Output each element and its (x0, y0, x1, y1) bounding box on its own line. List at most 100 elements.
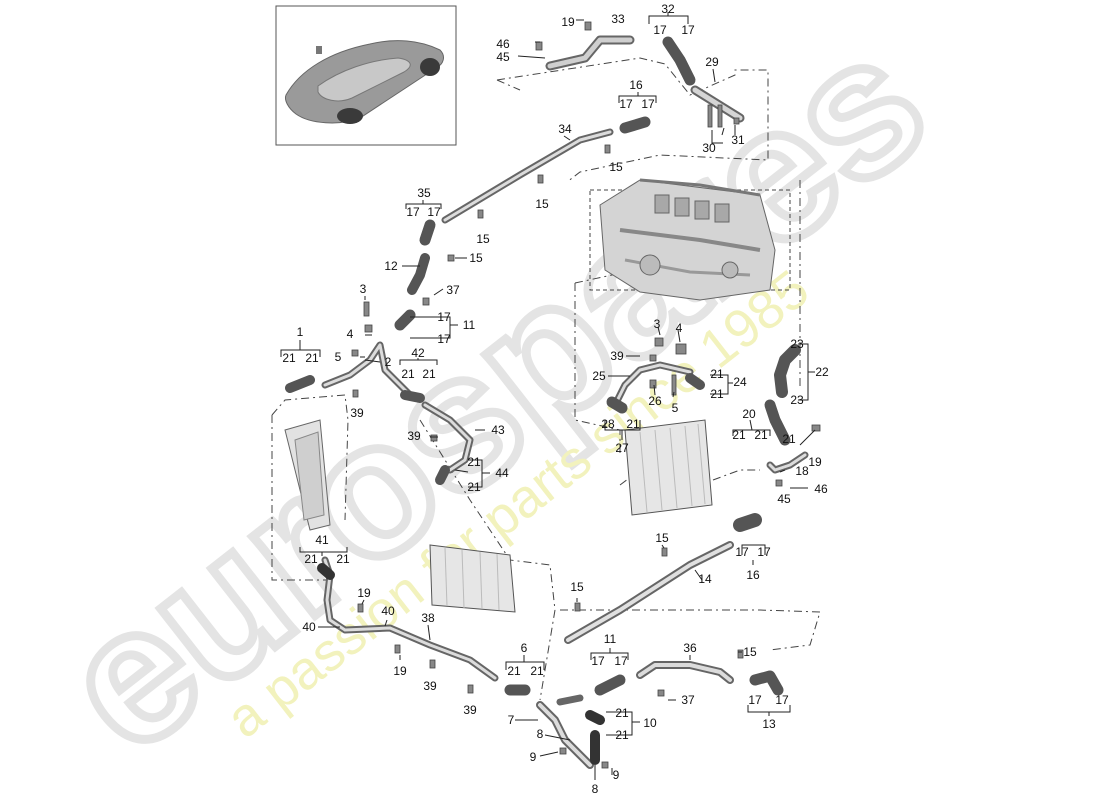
label-33: 33 (611, 12, 625, 26)
label-36: 36 (683, 641, 697, 655)
label-15-c: 15 (476, 232, 490, 246)
label-40-a: 40 (381, 604, 395, 618)
label-19-c: 19 (393, 664, 407, 678)
label-15-d: 15 (469, 251, 483, 265)
label-27: 27 (615, 441, 629, 455)
label-44: 44 (495, 466, 509, 480)
label-1: 1 (297, 325, 304, 339)
label-17-g: 17 (437, 310, 451, 324)
label-43: 43 (491, 423, 505, 437)
label-46-bottom: 46 (814, 482, 828, 496)
label-21-i: 21 (507, 664, 521, 678)
radiator-center (624, 419, 713, 516)
label-15-b: 15 (535, 197, 549, 211)
label-21-m: 21 (710, 367, 724, 381)
label-18: 18 (795, 464, 809, 478)
label-21-p: 21 (732, 428, 746, 442)
label-8-a: 8 (537, 727, 544, 741)
label-14: 14 (698, 572, 712, 586)
label-15-e: 15 (743, 645, 757, 659)
label-40-b: 40 (302, 620, 316, 634)
label-38: 38 (421, 611, 435, 625)
label-19-d: 19 (808, 455, 822, 469)
label-17-i: 17 (591, 654, 605, 668)
label-37-bottom: 37 (681, 693, 695, 707)
label-39-a: 39 (350, 406, 364, 420)
label-45-top: 45 (496, 50, 510, 64)
label-23-a: 23 (790, 337, 804, 351)
label-21-n: 21 (710, 387, 724, 401)
label-9-b: 9 (613, 768, 620, 782)
label-21-k: 21 (615, 706, 629, 720)
leader-lines (280, 12, 816, 780)
label-21-j: 21 (530, 664, 544, 678)
label-17-d: 17 (641, 97, 655, 111)
label-3-right: 3 (654, 317, 661, 331)
label-21-e: 21 (467, 455, 481, 469)
label-21-q: 21 (754, 428, 768, 442)
label-17-b: 17 (681, 23, 695, 37)
label-5-right: 5 (672, 401, 679, 415)
label-16-top: 16 (629, 78, 643, 92)
label-30: 30 (702, 141, 716, 155)
label-35: 35 (417, 186, 431, 200)
label-21-l: 21 (615, 728, 629, 742)
label-26: 26 (648, 394, 662, 408)
label-15-f: 15 (655, 531, 669, 545)
label-21-g: 21 (304, 552, 318, 566)
label-7: 7 (508, 713, 515, 727)
label-17-f: 17 (427, 205, 441, 219)
coolant-hoses (285, 35, 809, 769)
label-21-c: 21 (401, 367, 415, 381)
label-17-h: 17 (437, 332, 451, 346)
label-39-d: 39 (463, 703, 477, 717)
label-23-b: 23 (790, 393, 804, 407)
label-28: 28 (601, 417, 615, 431)
label-19-b: 19 (357, 586, 371, 600)
label-15-g: 15 (570, 580, 584, 594)
label-11-bottom: 11 (604, 632, 617, 646)
label-6: 6 (521, 641, 528, 655)
part-number-labels: 19 33 32 17 17 46 45 29 16 17 17 34 30 3… (282, 2, 829, 796)
label-22: 22 (815, 365, 829, 379)
label-8-b: 8 (592, 782, 599, 796)
sports-car-thumbnail (275, 5, 457, 146)
label-4-right: 4 (676, 321, 683, 335)
clamps-and-bolts (351, 21, 821, 769)
label-10: 10 (643, 716, 657, 730)
label-41: 41 (315, 533, 329, 547)
label-25: 25 (592, 369, 606, 383)
label-46-top: 46 (496, 37, 510, 51)
label-9-a: 9 (530, 750, 537, 764)
label-17-m: 17 (735, 545, 749, 559)
label-21-o: 21 (626, 417, 640, 431)
label-29: 29 (705, 55, 719, 69)
label-17-a: 17 (653, 23, 667, 37)
label-2: 2 (385, 355, 392, 369)
label-31: 31 (731, 133, 745, 147)
radiator-lower-left (429, 544, 516, 613)
label-17-e: 17 (406, 205, 420, 219)
label-34: 34 (558, 122, 572, 136)
engine-block (589, 178, 791, 301)
label-21-d: 21 (422, 367, 436, 381)
label-15-a: 15 (609, 160, 623, 174)
label-21-a: 21 (282, 351, 296, 365)
label-37-top: 37 (446, 283, 460, 297)
label-3-left: 3 (360, 282, 367, 296)
label-45-bottom: 45 (777, 492, 791, 506)
label-17-k: 17 (748, 693, 762, 707)
label-21-h: 21 (336, 552, 350, 566)
label-17-n: 17 (757, 545, 771, 559)
label-17-c: 17 (619, 97, 633, 111)
label-17-j: 17 (614, 654, 628, 668)
label-32: 32 (661, 2, 675, 16)
label-21-b: 21 (305, 351, 319, 365)
label-39-c: 39 (423, 679, 437, 693)
label-11-top: 11 (463, 318, 476, 332)
label-12: 12 (384, 259, 398, 273)
label-17-l: 17 (775, 693, 789, 707)
label-42: 42 (411, 346, 425, 360)
